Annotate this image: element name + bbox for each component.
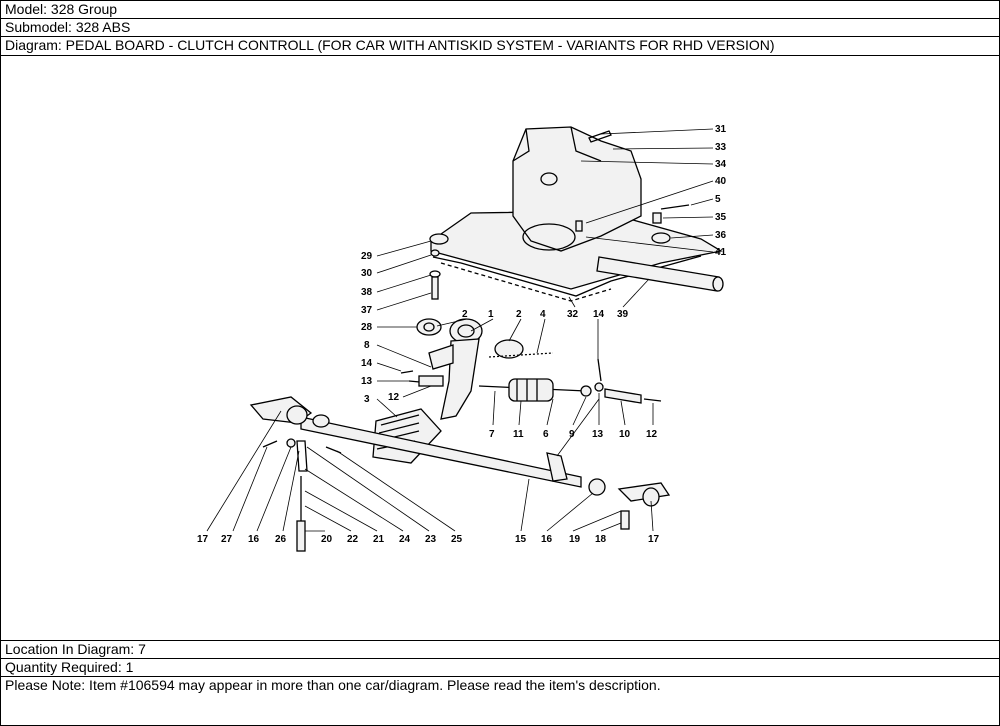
exploded-diagram: 31 33 34 40 5 35 36 41 29 30 3 (1, 56, 999, 641)
pedal-board-drawing: 31 33 34 40 5 35 36 41 29 30 3 (197, 124, 727, 552)
callout-2a: 2 (462, 309, 468, 320)
callout-17-left: 17 (197, 534, 209, 545)
location-line: Location In Diagram: 7 (1, 641, 999, 659)
callout-21: 21 (373, 534, 385, 545)
callout-11: 11 (513, 429, 524, 440)
callout-26: 26 (275, 534, 287, 545)
callout-7: 7 (489, 429, 495, 440)
callout-16-right: 16 (541, 534, 553, 545)
callout-39: 39 (617, 309, 629, 320)
callout-13-left: 13 (361, 376, 373, 387)
cross-shaft (249, 396, 671, 552)
callout-13-right: 13 (592, 429, 604, 440)
callout-24: 24 (399, 534, 411, 545)
callout-2b: 2 (516, 309, 522, 320)
note-line: Please Note: Item #106594 may appear in … (5, 677, 661, 693)
callout-35: 35 (715, 212, 727, 223)
callout-40: 40 (715, 176, 727, 187)
callout-27: 27 (221, 534, 233, 545)
callout-14-right: 14 (593, 309, 605, 320)
callout-4: 4 (540, 309, 546, 320)
callout-37: 37 (361, 305, 373, 316)
callout-3: 3 (364, 394, 370, 405)
callout-17-right: 17 (648, 534, 660, 545)
callout-6: 6 (543, 429, 549, 440)
callout-12-right: 12 (646, 429, 658, 440)
callout-28: 28 (361, 322, 373, 333)
callout-20: 20 (321, 534, 333, 545)
callout-32: 32 (567, 309, 579, 320)
callout-labels: 31 33 34 40 5 35 36 41 29 30 3 (197, 124, 727, 545)
pedal-box-housing (429, 126, 724, 302)
callout-29: 29 (361, 251, 373, 262)
callout-38: 38 (361, 287, 373, 298)
quantity-line: Quantity Required: 1 (1, 659, 999, 677)
callout-18: 18 (595, 534, 607, 545)
callout-34: 34 (715, 159, 727, 170)
callout-9: 9 (569, 429, 575, 440)
callout-1: 1 (488, 309, 494, 320)
model-line: Model: 328 Group (1, 1, 999, 19)
callout-30: 30 (361, 268, 373, 279)
callout-16-left: 16 (248, 534, 260, 545)
callout-31: 31 (715, 124, 727, 135)
callout-25: 25 (451, 534, 463, 545)
callout-5: 5 (715, 194, 721, 205)
callout-41: 41 (715, 247, 727, 258)
callout-22: 22 (347, 534, 359, 545)
callout-23: 23 (425, 534, 437, 545)
callout-12-left: 12 (388, 392, 400, 403)
spring-cylinder-group (478, 358, 662, 404)
callout-15: 15 (515, 534, 527, 545)
callout-36: 36 (715, 230, 727, 241)
submodel-line: Submodel: 328 ABS (1, 19, 999, 37)
callout-19: 19 (569, 534, 581, 545)
callout-8: 8 (364, 340, 370, 351)
callout-33: 33 (715, 142, 727, 153)
left-bolt-group (429, 249, 441, 300)
callout-14-left: 14 (361, 358, 373, 369)
diagram-title-line: Diagram: PEDAL BOARD - CLUTCH CONTROLL (… (1, 37, 999, 56)
callout-10: 10 (619, 429, 631, 440)
